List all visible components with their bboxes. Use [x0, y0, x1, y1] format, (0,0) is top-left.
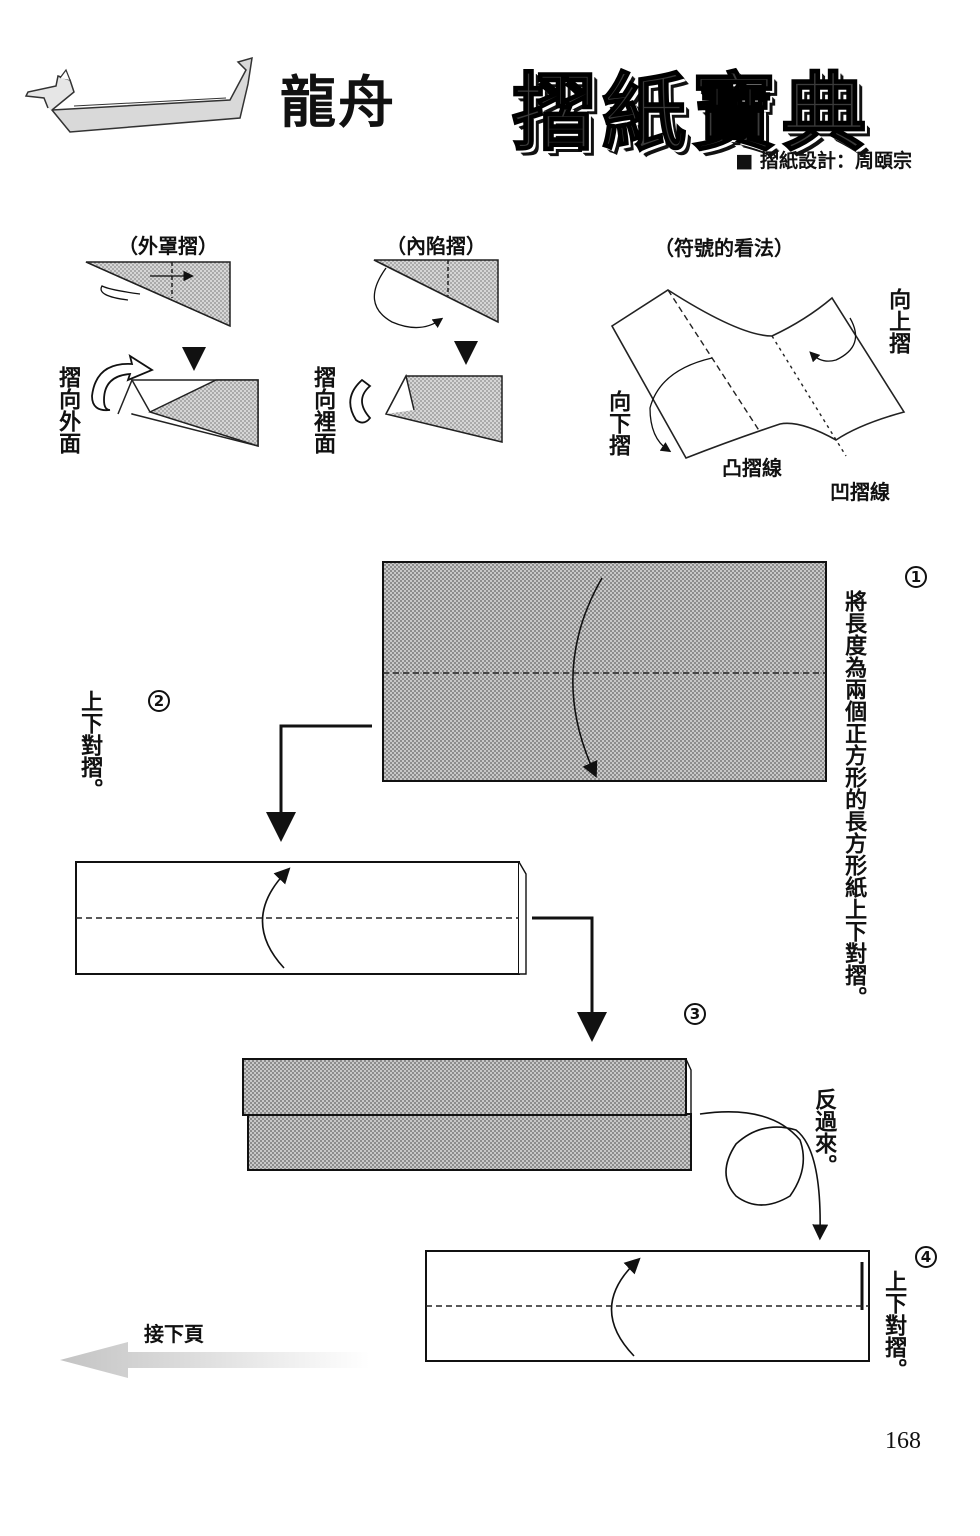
next-page-arrow: [60, 1342, 370, 1378]
page-number: 168: [885, 1428, 921, 1454]
designer-credit: ■ 摺紙設計：周頤宗: [735, 146, 912, 173]
step4-illustration: [425, 1250, 870, 1362]
symbols-illustration: [610, 289, 906, 459]
outside-reverse-illustration: [85, 261, 259, 448]
outside-reverse-caption: 摺向外面: [55, 366, 81, 454]
step3-illustration: [242, 1058, 829, 1241]
page-title: 龍舟: [280, 71, 396, 136]
outside-reverse-heading: （外罩摺）: [118, 234, 218, 258]
next-page-label: 接下頁: [144, 1322, 204, 1346]
inside-reverse-illustration: [349, 259, 503, 443]
connector-arrow-1: [266, 724, 372, 842]
symbols-heading: （符號的看法）: [654, 236, 794, 260]
inside-reverse-heading: （內陷摺）: [386, 234, 486, 258]
inside-reverse-caption: 摺向裡面: [310, 366, 336, 454]
step3-number: 3: [684, 1003, 706, 1025]
dragon-boat-logo: [24, 56, 253, 133]
step1-number: 1: [905, 566, 927, 588]
designer-text: ■ 摺紙設計：周頤宗: [735, 150, 912, 172]
valley-fold-label: 凹摺線: [830, 480, 890, 504]
step3-text: 反過來。: [811, 1088, 837, 1176]
connector-arrow-2: [532, 916, 607, 1042]
step1-text: 將長度為兩個正方形的長方形紙上下對摺。: [841, 590, 867, 1008]
step1-illustration: [382, 561, 827, 782]
book-title: 摺紙寶典: [511, 63, 873, 163]
step2-illustration: [75, 861, 527, 975]
fold-up-label: 向上摺: [885, 288, 911, 354]
mountain-fold-label: 凸摺線: [722, 456, 782, 480]
fold-down-label: 向下摺: [605, 390, 631, 456]
step2-number: 2: [148, 690, 170, 712]
step4-text: 上下對摺。: [881, 1270, 907, 1380]
step2-text: 上下對摺。: [77, 690, 103, 800]
step4-number: 4: [915, 1246, 937, 1268]
